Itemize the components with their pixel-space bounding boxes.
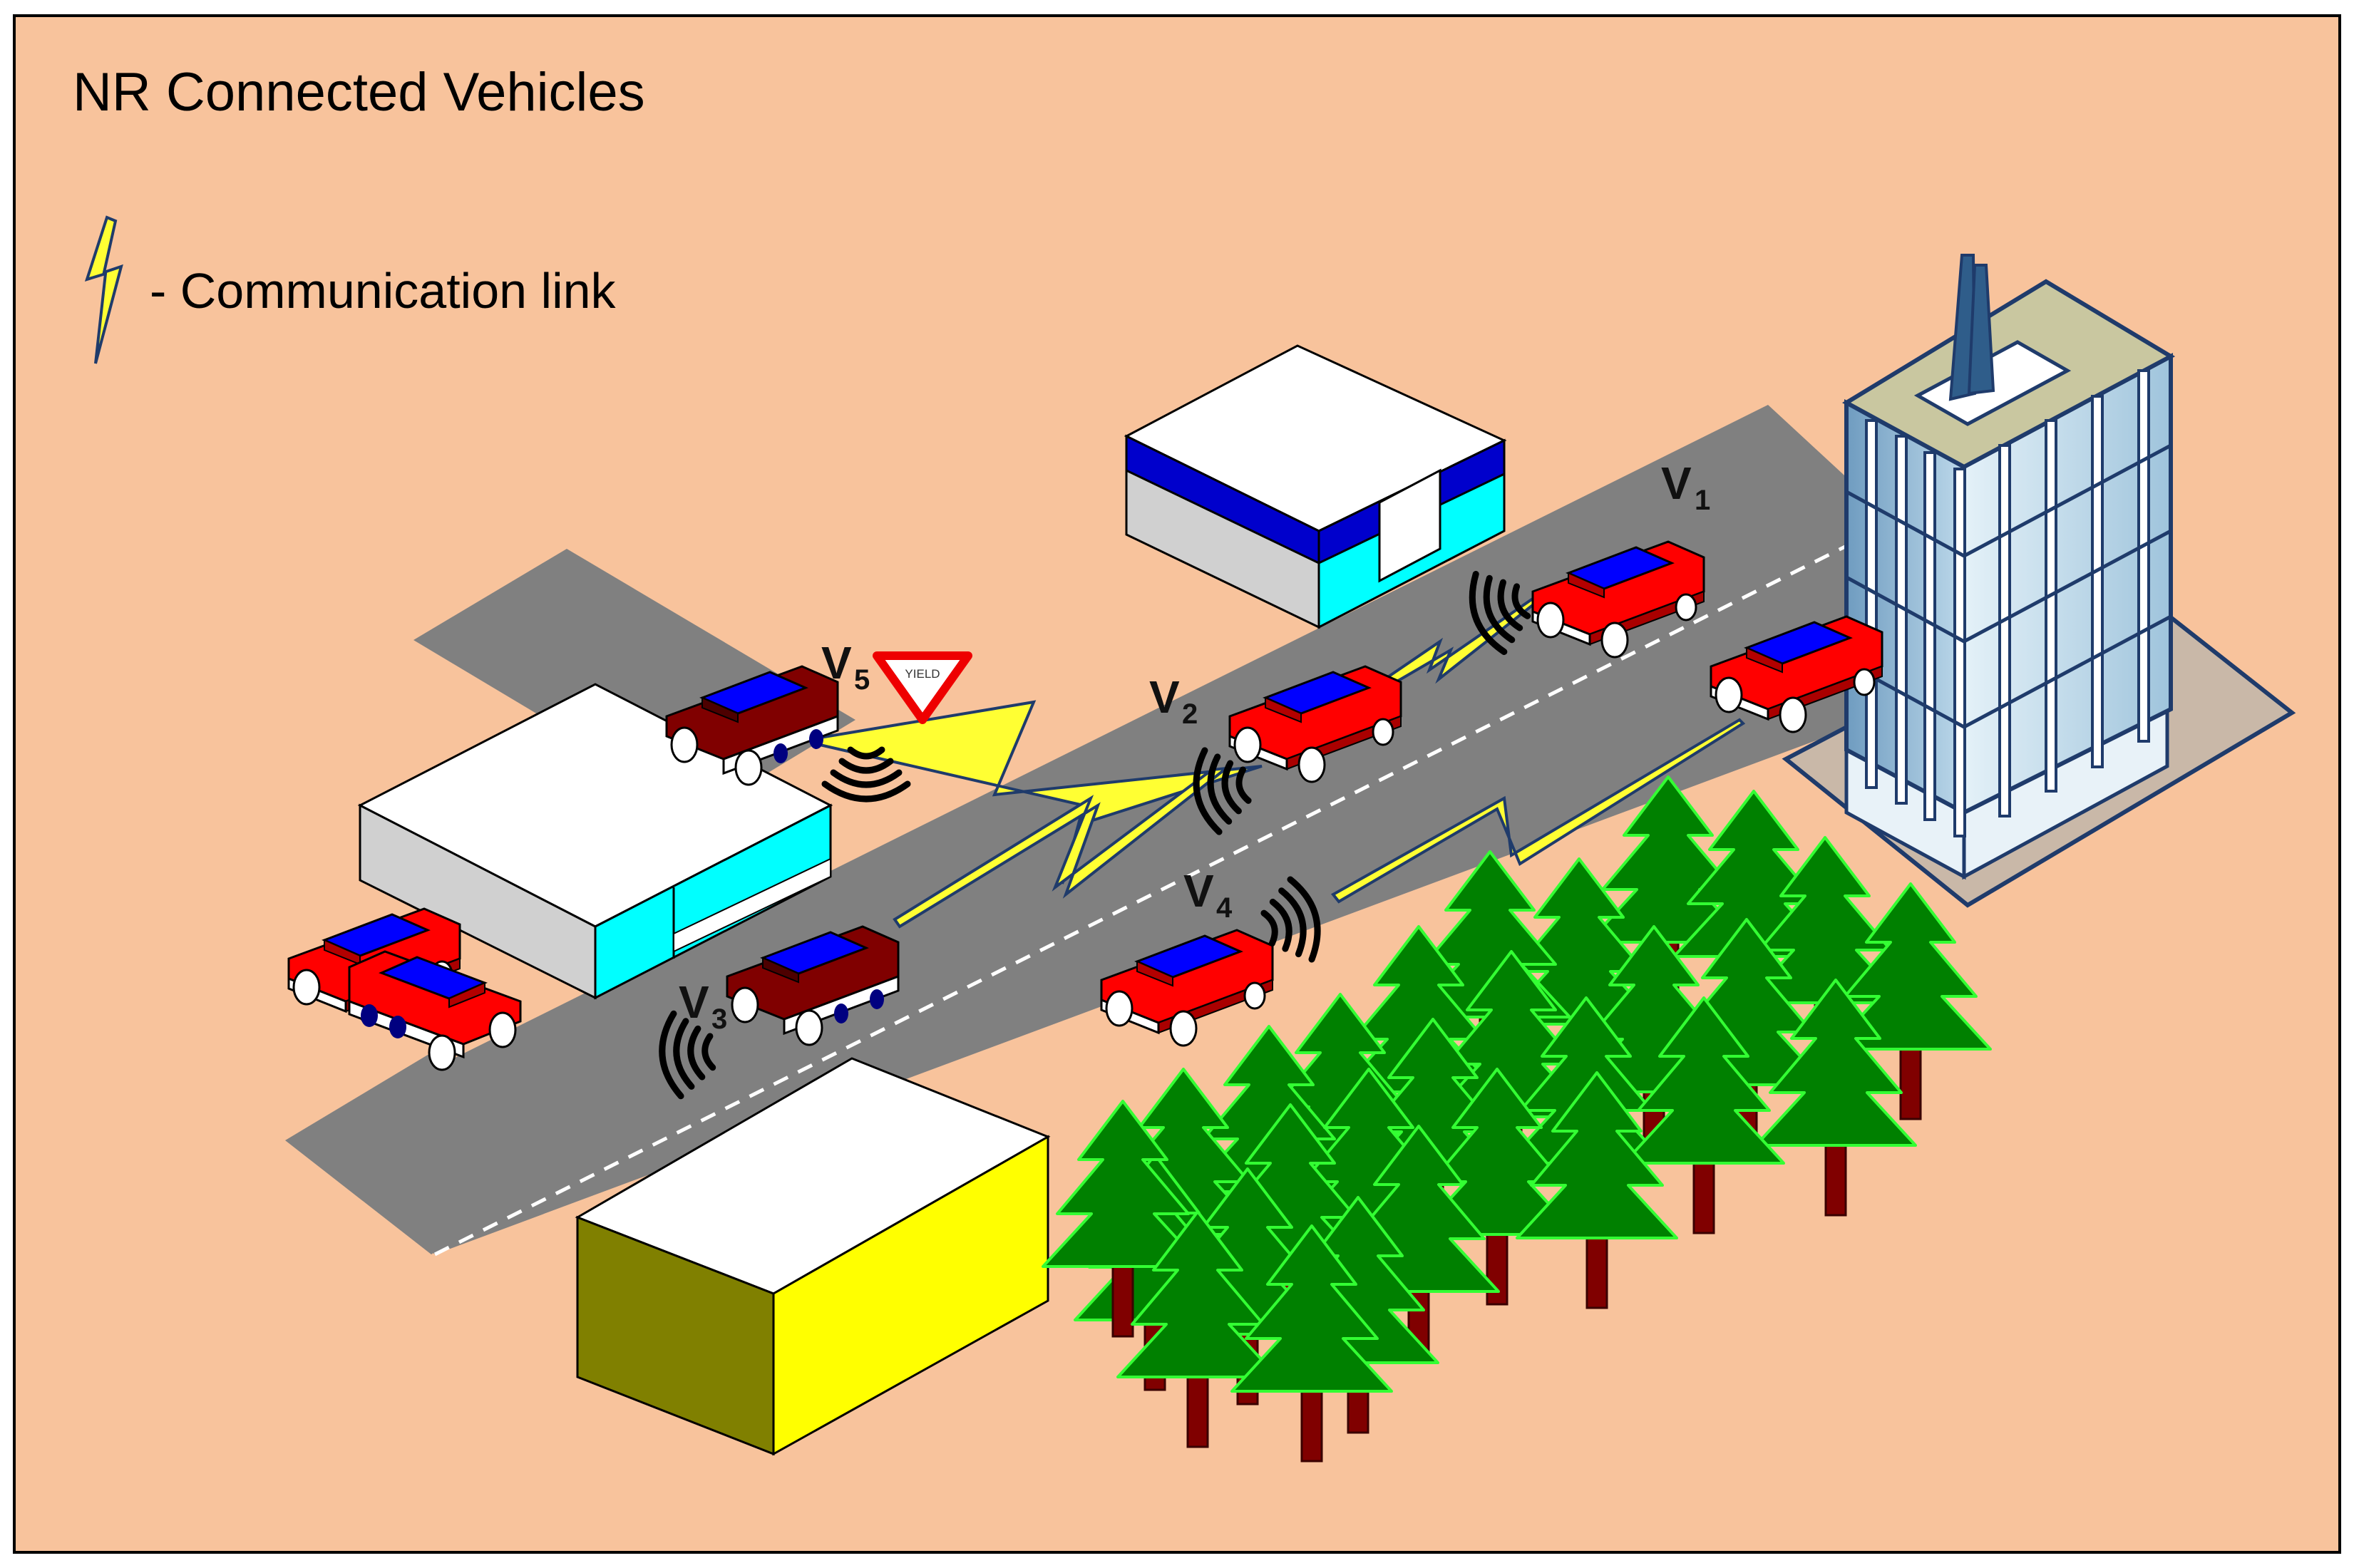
side-road-lower bbox=[285, 1055, 642, 1254]
diagram-title: NR Connected Vehicles bbox=[73, 62, 645, 123]
yield-sign: YIELD bbox=[873, 651, 972, 724]
vehicle-label-sub: 2 bbox=[1182, 698, 1198, 730]
vehicle-label-main: V bbox=[821, 637, 852, 688]
office-tower bbox=[1782, 254, 2296, 908]
vehicle-label-main: V bbox=[679, 976, 709, 1028]
building-yellow bbox=[575, 1057, 1051, 1456]
building-top bbox=[1124, 344, 1507, 629]
legend-label: - Communication link bbox=[150, 263, 617, 319]
link-bolt bbox=[1330, 718, 1746, 904]
vehicle-label-v4: V 4 bbox=[1183, 865, 1233, 924]
vehicle-label-main: V bbox=[1149, 671, 1180, 723]
vehicle-label-main: V bbox=[1661, 458, 1692, 509]
vehicle-label-sub: 5 bbox=[854, 664, 870, 696]
vehicle-label-v5: V 5 bbox=[821, 637, 870, 696]
lane-marking bbox=[433, 536, 1864, 1257]
vehicle-label-v2: V 2 bbox=[1149, 671, 1198, 730]
vehicle-label-v3: V 3 bbox=[679, 976, 727, 1035]
vehicle-label-sub: 3 bbox=[711, 1004, 727, 1035]
vehicle-label-main: V bbox=[1183, 865, 1214, 917]
vehicle-label-sub: 1 bbox=[1695, 485, 1710, 516]
vehicle-label-v1: V 1 bbox=[1661, 458, 1710, 516]
vehicle-label-sub: 4 bbox=[1216, 892, 1233, 924]
lightning-bolt-icon bbox=[84, 215, 123, 364]
main-road bbox=[289, 405, 1862, 1254]
legend: - Communication link bbox=[84, 215, 617, 364]
yield-sign-text: YIELD bbox=[905, 667, 940, 681]
